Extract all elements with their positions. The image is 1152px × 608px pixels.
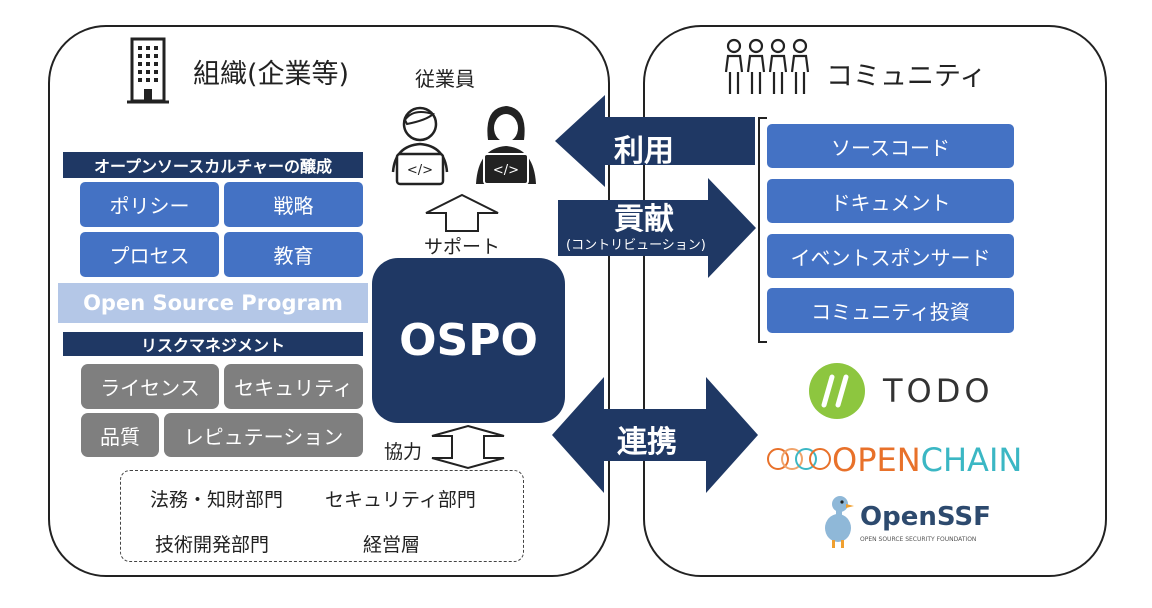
risk-banner: リスクマネジメント [63, 332, 363, 356]
openchain-logo-text: OPENCHAIN [832, 441, 1022, 479]
community-item-source-code: ソースコード [767, 124, 1014, 168]
collaborate-label: 連携 [617, 425, 677, 460]
contribute-sublabel: (コントリビューション) [566, 238, 706, 253]
svg-text:</>: </> [407, 163, 433, 178]
openchain-chain-text: CHAIN [920, 441, 1023, 479]
support-label: サポート [424, 236, 501, 258]
community-item-community-investment: コミュニティ投資 [767, 288, 1014, 333]
organization-title: 組織(企業等) [193, 59, 350, 90]
risk-item-reputation: レピュテーション [164, 413, 363, 457]
departments-box [120, 470, 524, 562]
cooperation-label: 協力 [384, 441, 423, 463]
svg-text:</>: </> [493, 163, 519, 178]
department-tech-dev: 技術開発部門 [155, 534, 270, 556]
cooperation-arrow [431, 424, 505, 470]
department-security: セキュリティ部門 [325, 489, 476, 511]
use-arrow [555, 95, 755, 187]
todo-logo-text: TODO [883, 372, 994, 410]
department-legal-ip: 法務・知財部門 [150, 489, 284, 511]
risk-item-quality: 品質 [81, 413, 159, 457]
ospo-box: OSPO [372, 258, 565, 423]
use-label: 利用 [614, 134, 674, 169]
department-management: 経営層 [363, 534, 421, 556]
community-bracket [758, 117, 767, 343]
building-icon [127, 37, 169, 104]
risk-item-security: セキュリティ [224, 364, 363, 409]
culture-item-strategy: 戦略 [224, 182, 363, 227]
contribute-label: 貢献 [614, 202, 674, 237]
employee-male-icon: </> [391, 106, 449, 186]
people-icon [724, 38, 810, 94]
employees-label: 従業員 [415, 67, 475, 91]
support-arrow [425, 193, 499, 232]
culture-item-process: プロセス [80, 232, 219, 277]
contribute-arrow [558, 178, 756, 278]
culture-item-education: 教育 [224, 232, 363, 277]
culture-banner: オープンソースカルチャーの醸成 [63, 152, 363, 178]
community-title: コミュニティ [826, 61, 987, 92]
community-item-event-sponsorship: イベントスポンサード [767, 234, 1014, 278]
openssf-logo-subtext: OPEN SOURCE SECURITY FOUNDATION [860, 536, 977, 543]
todo-logo-icon [809, 363, 865, 419]
employee-female-icon: </> [476, 106, 536, 185]
openssf-goose-icon [825, 496, 854, 548]
community-item-documents: ドキュメント [767, 179, 1014, 223]
collaborate-arrow [552, 377, 758, 493]
risk-item-license: ライセンス [81, 364, 219, 409]
openchain-logo-icon [767, 448, 831, 470]
openssf-logo-text: OpenSSF [860, 502, 991, 532]
openchain-open-text: OPEN [832, 441, 921, 479]
culture-item-policy: ポリシー [80, 182, 219, 227]
open-source-program-label: Open Source Program [58, 283, 368, 323]
